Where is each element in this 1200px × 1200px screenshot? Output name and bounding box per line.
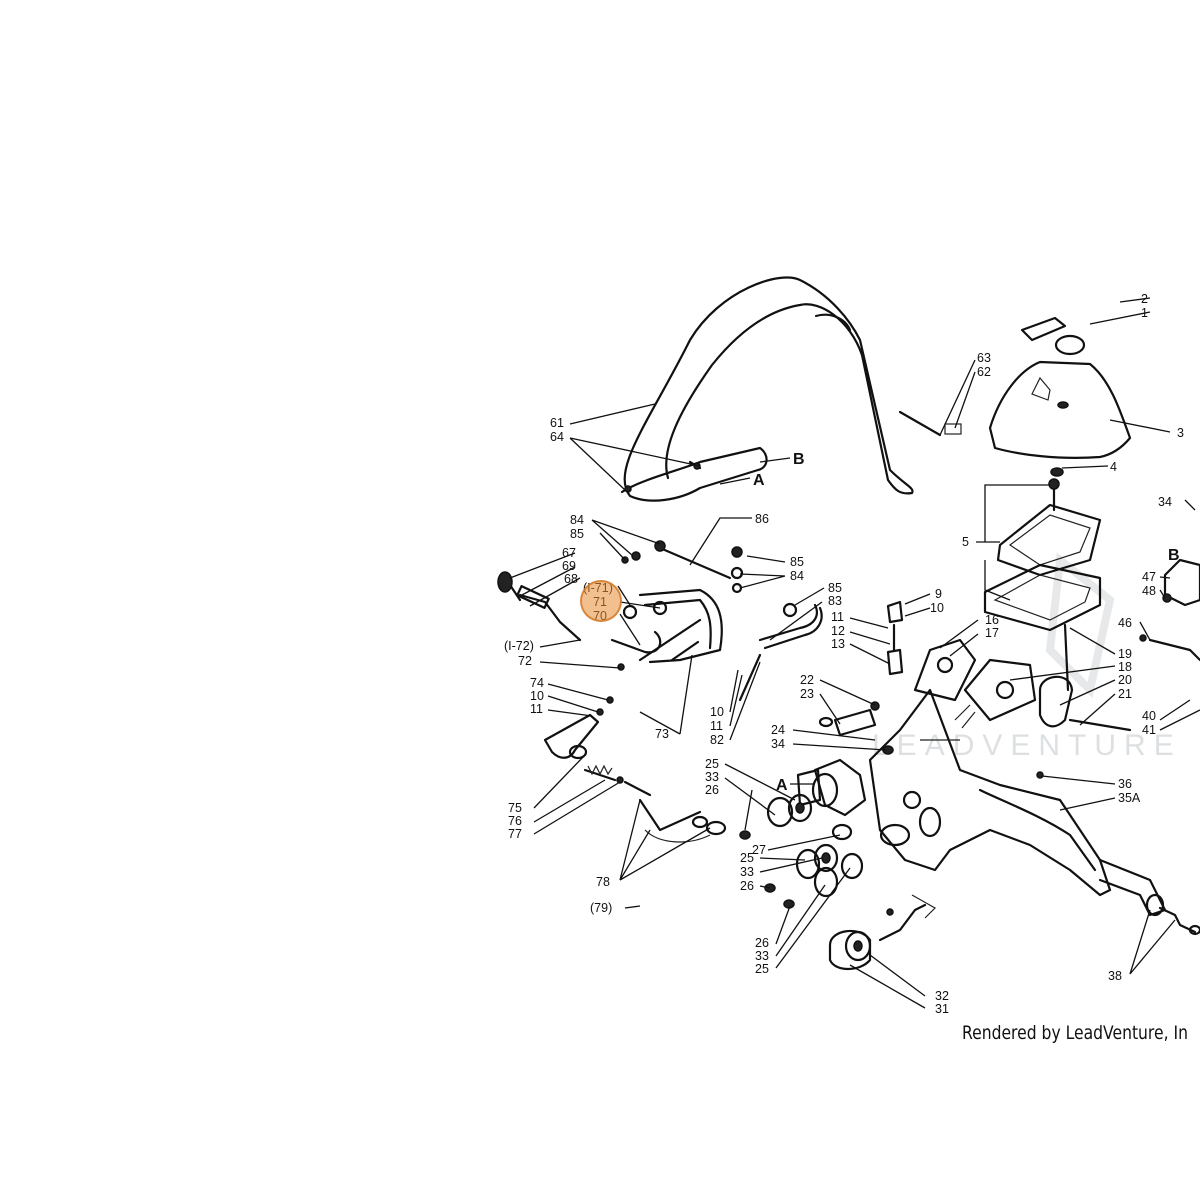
callout-11-top: 11 xyxy=(831,610,844,624)
callout-77: 77 xyxy=(508,827,522,841)
render-credit: Rendered by LeadVenture, In xyxy=(962,1022,1188,1044)
callout-17: 17 xyxy=(985,626,999,640)
callout-74: 74 xyxy=(530,676,544,690)
callout-27: 27 xyxy=(752,843,766,857)
callout-64: 64 xyxy=(550,430,564,444)
callout-10-left: 10 xyxy=(530,689,544,703)
callout-33-top: 33 xyxy=(705,770,719,784)
callout-78: 78 xyxy=(596,875,610,889)
callout-b-adjuster: B xyxy=(1168,547,1180,564)
callout-26-bottom: 26 xyxy=(755,936,769,950)
callout-40: 40 xyxy=(1142,709,1156,723)
callout-61: 61 xyxy=(550,416,564,430)
bearing-seals-part xyxy=(739,758,867,909)
watermark-logo xyxy=(1045,552,1115,698)
callout-38: 38 xyxy=(1108,969,1122,983)
callout-10-top: 10 xyxy=(930,601,944,615)
callout-85-right: 85 xyxy=(790,555,804,569)
callout-79: (79) xyxy=(590,901,612,915)
callout-5: 5 xyxy=(962,535,969,549)
highlighted-part-hotspot[interactable] xyxy=(580,580,622,622)
callout-69: 69 xyxy=(562,559,576,573)
callout-16: 16 xyxy=(985,613,999,627)
callout-26-mid: 26 xyxy=(740,879,754,893)
callout-9: 9 xyxy=(935,587,942,601)
callout-11-mid: 11 xyxy=(710,719,723,733)
callout-72: 72 xyxy=(518,654,532,668)
callout-33-mid: 33 xyxy=(740,865,754,879)
callout-21: 21 xyxy=(1118,687,1132,701)
callout-19: 19 xyxy=(1118,647,1132,661)
callout-10-mid: 10 xyxy=(710,705,724,719)
leader-lines xyxy=(509,297,1200,1009)
callout-32: 32 xyxy=(935,989,949,1003)
chain-adjuster-part xyxy=(1139,558,1200,936)
callout-12: 12 xyxy=(831,624,845,638)
callout-73: 73 xyxy=(655,727,669,741)
callout-68: 68 xyxy=(564,572,578,586)
callout-23: 23 xyxy=(800,687,814,701)
flywheel-part xyxy=(828,894,936,971)
callout-41: 41 xyxy=(1142,723,1156,737)
front-handle-part xyxy=(620,276,914,502)
callout-84-left: 84 xyxy=(570,513,584,527)
callout-84-right: 84 xyxy=(790,569,804,583)
callout-76: 76 xyxy=(508,814,522,828)
callout-25-mid: 25 xyxy=(740,851,754,865)
callout-b-handle: B xyxy=(793,451,805,468)
callout-36: 36 xyxy=(1118,777,1132,791)
callout-i72: (I-72) xyxy=(504,639,534,653)
main-housing-part xyxy=(868,688,1167,917)
callout-35a: 35A xyxy=(1118,791,1141,805)
callout-3: 3 xyxy=(1177,426,1184,440)
watermark-text: LEADVENTURE xyxy=(872,729,1182,762)
callout-a-handle: A xyxy=(753,472,765,489)
callout-82: 82 xyxy=(710,733,724,747)
callout-33-bottom: 33 xyxy=(755,949,769,963)
link-rod-part xyxy=(730,546,823,702)
callout-67: 67 xyxy=(562,546,576,560)
callout-85-left: 85 xyxy=(570,527,584,541)
callout-62: 62 xyxy=(977,365,991,379)
callout-63: 63 xyxy=(977,351,991,365)
callout-83: 83 xyxy=(828,594,842,608)
callout-1: 1 xyxy=(1141,306,1148,320)
callout-46: 46 xyxy=(1118,616,1132,630)
callout-labels: 2 1 3 4 5 63 62 61 64 B A 84 85 86 85 84… xyxy=(504,292,1184,1016)
callout-25-bottom: 25 xyxy=(755,962,769,976)
callout-86: 86 xyxy=(755,512,769,526)
callout-22: 22 xyxy=(800,673,814,687)
trigger-part xyxy=(543,713,727,843)
callout-a-housing: A xyxy=(776,777,788,794)
callout-85-rod: 85 xyxy=(828,581,842,595)
top-cover-part xyxy=(988,316,1132,477)
callout-48: 48 xyxy=(1142,584,1156,598)
callout-2: 2 xyxy=(1141,292,1148,306)
callout-47: 47 xyxy=(1142,570,1156,584)
callout-34-center: 34 xyxy=(771,737,785,751)
carburetor-group-part xyxy=(818,600,1132,755)
callout-4: 4 xyxy=(1110,460,1117,474)
callout-31: 31 xyxy=(935,1002,949,1016)
callout-20: 20 xyxy=(1118,673,1132,687)
callout-24: 24 xyxy=(771,723,785,737)
callout-75: 75 xyxy=(508,801,522,815)
callout-13: 13 xyxy=(831,637,845,651)
throttle-linkage-part xyxy=(497,540,732,664)
callout-11-left: 11 xyxy=(530,702,543,716)
small-screws-part xyxy=(596,663,625,716)
callout-18: 18 xyxy=(1118,660,1132,674)
callout-34-right: 34 xyxy=(1158,495,1172,509)
callout-26-top: 26 xyxy=(705,783,719,797)
callout-25-top: 25 xyxy=(705,757,719,771)
air-filter-part xyxy=(983,478,1102,632)
handle-bolt-part xyxy=(898,410,962,437)
